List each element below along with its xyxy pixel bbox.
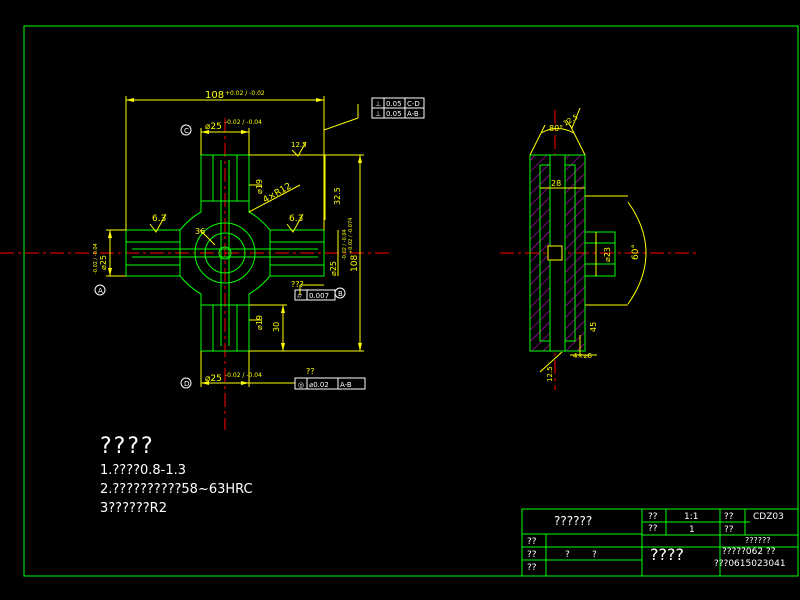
- tol-d25-right: -0.02 / -0.04: [342, 229, 348, 260]
- datum-d: D: [184, 380, 189, 388]
- tb-r3: ??: [527, 563, 537, 573]
- tolerance-frames: [294, 97, 425, 390]
- side-dim-28: 28: [551, 179, 561, 188]
- tol-d25-bottom: -0.02 / -0.04: [225, 372, 262, 379]
- rough-b: 6.3: [289, 214, 303, 224]
- roughness-symbols: [149, 141, 307, 233]
- dim-d25-left: ⌀25: [99, 255, 108, 270]
- tol-frame2-ref: A-B: [407, 110, 419, 118]
- tol-frame2-sym: ⊥: [375, 110, 381, 118]
- tol-108-top: +0.02 / -0.02: [225, 90, 265, 97]
- tol-frame4-sym: ⌭: [297, 292, 302, 300]
- dim-d25-bottom: ⌀25: [205, 374, 222, 384]
- side-dim-60: 60°: [631, 244, 641, 260]
- datum-c: C: [184, 127, 189, 135]
- arrowheads: [108, 98, 362, 385]
- tb-title-big: ????: [650, 545, 684, 564]
- tb-scale-value: 1:1: [684, 512, 698, 522]
- dim-108-right: 108: [350, 255, 360, 272]
- rough-c: 12.5: [291, 141, 307, 149]
- tb-scale-label: ??: [648, 512, 658, 522]
- dim-30: 30: [272, 322, 281, 332]
- datum-b: B: [338, 290, 343, 298]
- dim-r36: 36: [195, 227, 205, 236]
- tol-d25-left: -0.02 / -0.04: [93, 243, 99, 274]
- tol-frame2-val: 0.05: [386, 110, 402, 118]
- title-block: [521, 508, 799, 577]
- tol-frame1-val: 0.05: [386, 100, 402, 108]
- tol-frame1-sym: ⊥: [375, 100, 381, 108]
- dim-108-top: 108: [205, 90, 224, 101]
- side-rough-bottom: 12.5: [546, 366, 554, 382]
- technical-notes: ???? 1.????0.8-1.3 2.??????????58~63HRC …: [100, 434, 253, 516]
- rough-a: 6.3: [152, 214, 166, 224]
- side-dim-d23: ⌀23: [603, 247, 612, 262]
- tol-d25-top: -0.02 / -0.04: [225, 119, 262, 126]
- note-line: 3??????R2: [100, 501, 167, 516]
- dim-r12: 4×R12: [262, 181, 294, 205]
- dim-d25-top: ⌀25: [205, 122, 222, 132]
- side-dim-45: 45: [589, 322, 598, 332]
- dim-d19-top: ⌀19: [255, 179, 264, 194]
- tb-drawing-no-label: ??: [724, 512, 734, 522]
- tol-frame3-val: ⌀0.02: [309, 381, 329, 389]
- dim-d25-right: ⌀25: [329, 261, 338, 276]
- tb-qty-label: ??: [648, 524, 658, 534]
- tb-part-name: ??????: [554, 514, 592, 528]
- dim-32-5: 32.5: [333, 187, 342, 205]
- tb-r2c: ?: [592, 550, 597, 560]
- tb-class-line: ?????062 ??: [722, 547, 776, 557]
- tol-108-right: +0.02 / -0.074: [348, 218, 354, 254]
- tol-frame4-val: 0.007: [309, 292, 329, 300]
- tb-r2: ??: [527, 550, 537, 560]
- tol-frame3-sym: ◎: [298, 381, 304, 389]
- dim-d19-bottom: ⌀19: [255, 315, 264, 330]
- notes-title: ????: [100, 434, 155, 459]
- tb-school: ??????: [745, 536, 770, 545]
- note-line: 1.????0.8-1.3: [100, 463, 187, 478]
- datum-a: A: [98, 287, 103, 295]
- drawing-border: [23, 25, 799, 577]
- note-line: 2.??????????58~63HRC: [100, 482, 253, 497]
- tb-r2b: ?: [565, 550, 570, 560]
- side-view-dims: [529, 107, 647, 373]
- side-dim-80: 80°: [549, 124, 563, 133]
- label-q2: ??: [306, 367, 315, 376]
- side-dim-4d6: 4×⌀6: [573, 352, 593, 360]
- tb-student-no: ???0615023041: [714, 559, 786, 569]
- tol-frame3-ref: A-B: [340, 381, 352, 389]
- label-q1: ???: [291, 280, 304, 289]
- tb-drawing-no: CDZ03: [753, 512, 784, 522]
- tb-r1: ??: [527, 537, 537, 547]
- tb-sheet-label: ??: [724, 525, 734, 535]
- tb-qty-value: 1: [689, 525, 695, 535]
- cross-part: [125, 154, 325, 352]
- tol-frame1-ref: C-D: [407, 100, 420, 108]
